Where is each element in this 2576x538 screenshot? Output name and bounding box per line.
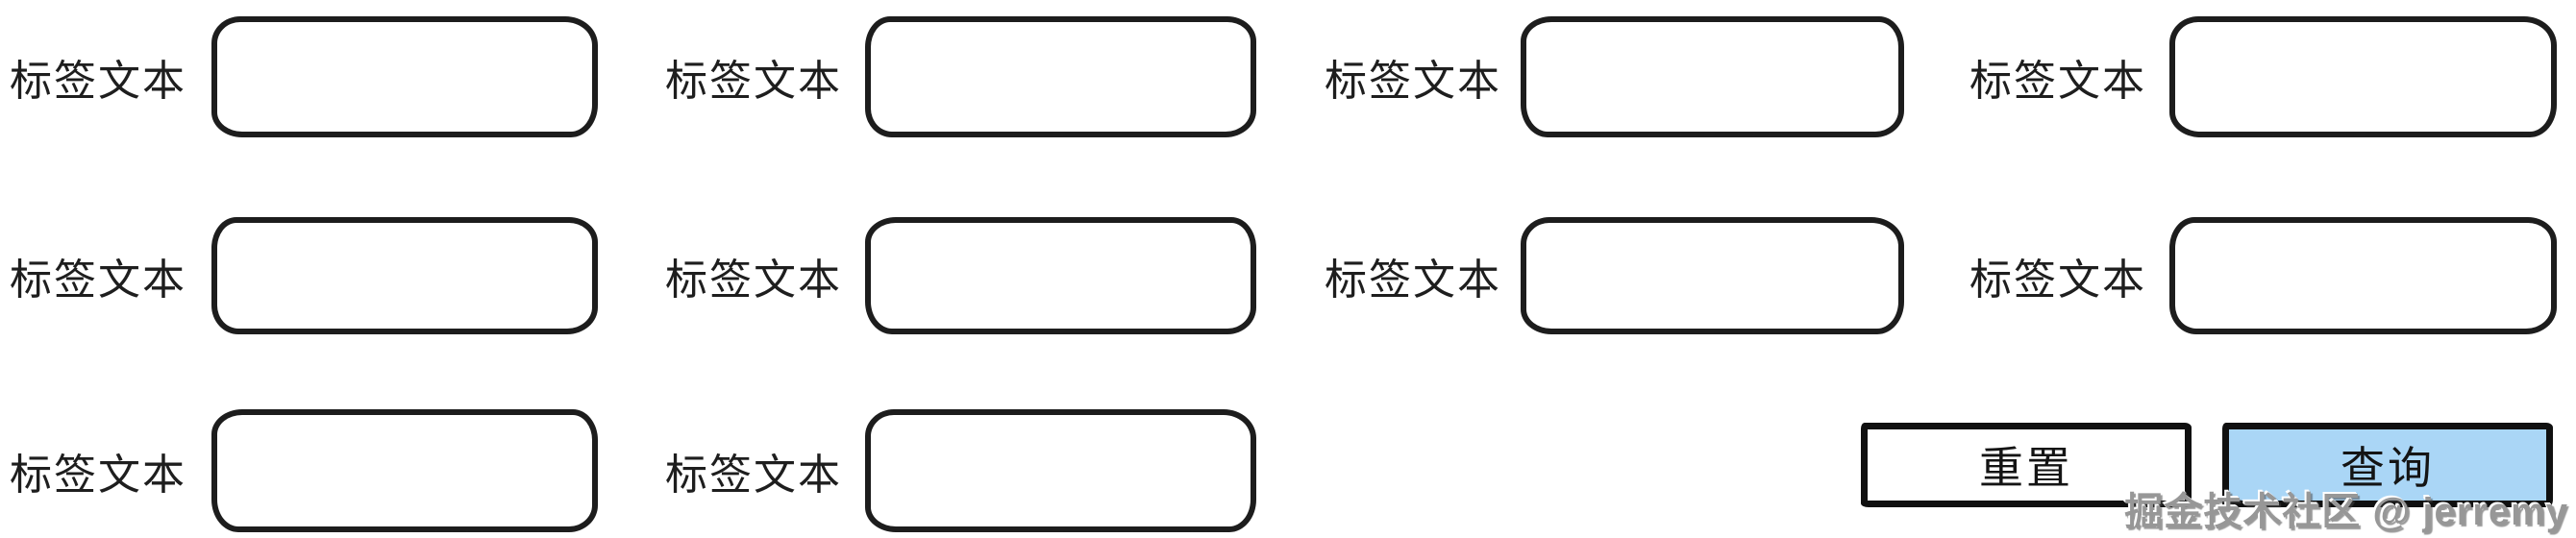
text-input[interactable] (865, 409, 1256, 532)
field-label: 标签文本 (1325, 257, 1501, 304)
text-input[interactable] (2169, 217, 2557, 334)
field-label: 标签文本 (10, 257, 186, 304)
text-input[interactable] (865, 217, 1256, 334)
field-label: 标签文本 (665, 58, 842, 105)
field-label: 标签文本 (1325, 58, 1501, 105)
field-label: 标签文本 (10, 452, 186, 499)
field-label: 标签文本 (665, 452, 842, 499)
field-label: 标签文本 (665, 257, 842, 304)
text-input[interactable] (211, 217, 598, 334)
watermark: 掘金技术社区 @ jerremy (2124, 491, 2568, 533)
text-input[interactable] (1521, 217, 1904, 334)
text-input[interactable] (865, 16, 1256, 137)
field-label: 标签文本 (10, 58, 186, 105)
query-button[interactable]: 查询 (2222, 423, 2553, 507)
field-label: 标签文本 (1969, 257, 2146, 304)
text-input[interactable] (1521, 16, 1904, 137)
reset-button[interactable]: 重置 (1861, 423, 2192, 507)
text-input[interactable] (211, 16, 598, 137)
text-input[interactable] (2169, 16, 2557, 137)
field-label: 标签文本 (1969, 58, 2146, 105)
text-input[interactable] (211, 409, 598, 532)
